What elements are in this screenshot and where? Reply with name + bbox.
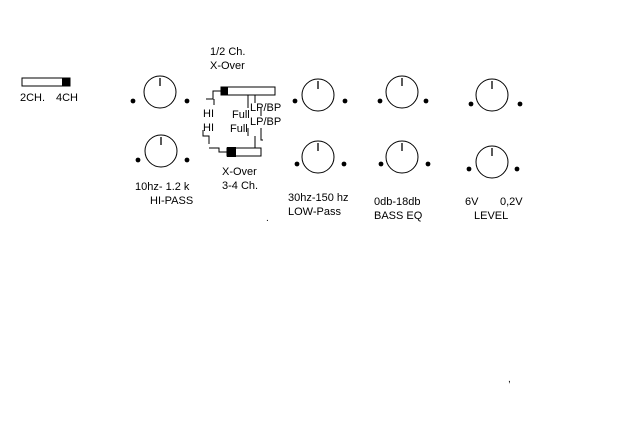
hipass-knob-top[interactable]: [130, 75, 190, 109]
channel-mode-switch[interactable]: [21, 77, 71, 87]
knob-min-dot: [135, 157, 141, 163]
xover-bottom-thumb[interactable]: [227, 147, 236, 157]
lowpass-knob-bottom[interactable]: [294, 140, 347, 174]
knob-min-dot: [377, 98, 383, 104]
basseq-range-label: 0db-18db: [374, 196, 421, 208]
knob-min-dot: [130, 98, 136, 104]
xover-option-lpbp-2: LP/BP: [250, 116, 281, 128]
lowpass-title: LOW-Pass: [288, 206, 341, 218]
knob-max-dot: [184, 157, 190, 163]
xover-top-label-line1: 1/2 Ch.: [210, 46, 245, 58]
basseq-knob-bottom[interactable]: [378, 140, 431, 174]
knob-max-dot: [517, 101, 523, 107]
hipass-title: HI-PASS: [150, 195, 193, 207]
xover-bottom-label-line1: X-Over: [222, 166, 257, 178]
knob-max-dot: [184, 98, 190, 104]
xover-top-thumb[interactable]: [221, 87, 228, 95]
basseq-knob-top[interactable]: [377, 75, 429, 109]
knob-min-dot: [466, 166, 472, 172]
knob-min-dot: [378, 161, 384, 167]
channel-switch-thumb[interactable]: [62, 78, 70, 86]
basseq-title: BASS EQ: [374, 210, 423, 222]
level-knob-top[interactable]: [468, 78, 523, 112]
knob-min-dot: [468, 101, 474, 107]
knob-max-dot: [342, 98, 348, 104]
xover-option-full-2: Full: [230, 123, 248, 135]
knob-max-dot: [423, 98, 429, 104]
level-title: LEVEL: [474, 210, 508, 222]
xover-routing-lines: [202, 90, 263, 153]
xover-option-full-1: Full: [232, 109, 250, 121]
knob-max-dot: [341, 161, 347, 167]
stray-comma-mark: ,: [508, 374, 511, 385]
level-max-label: 0,2V: [500, 196, 523, 208]
lowpass-range-label: 30hz-150 hz: [288, 192, 349, 204]
xover-top-track: [220, 86, 276, 96]
level-knob-bottom[interactable]: [466, 145, 520, 179]
knob-min-dot: [292, 98, 298, 104]
hipass-range-label: 10hz- 1.2 k: [135, 181, 190, 193]
xover-bottom-label-line2: 3-4 Ch.: [222, 180, 258, 192]
xover-switch-bottom[interactable]: [226, 147, 262, 157]
hipass-knob-bottom[interactable]: [135, 134, 190, 168]
lowpass-knob-top[interactable]: [292, 78, 348, 112]
xover-switch-top[interactable]: [220, 86, 276, 96]
xover-option-hi-2: HI: [203, 122, 214, 134]
level-min-label: 6V: [465, 196, 479, 208]
xover-top-label-line2: X-Over: [210, 60, 245, 72]
knob-max-dot: [514, 166, 520, 172]
stray-dot-mark: .: [266, 213, 269, 224]
knob-min-dot: [294, 161, 300, 167]
knob-max-dot: [425, 161, 431, 167]
xover-option-hi-1: HI: [203, 108, 214, 120]
channel-switch-left-label: 2CH.: [20, 92, 45, 104]
xover-option-lpbp-1: LP/BP: [250, 102, 281, 114]
channel-switch-right-label: 4CH: [56, 92, 78, 104]
